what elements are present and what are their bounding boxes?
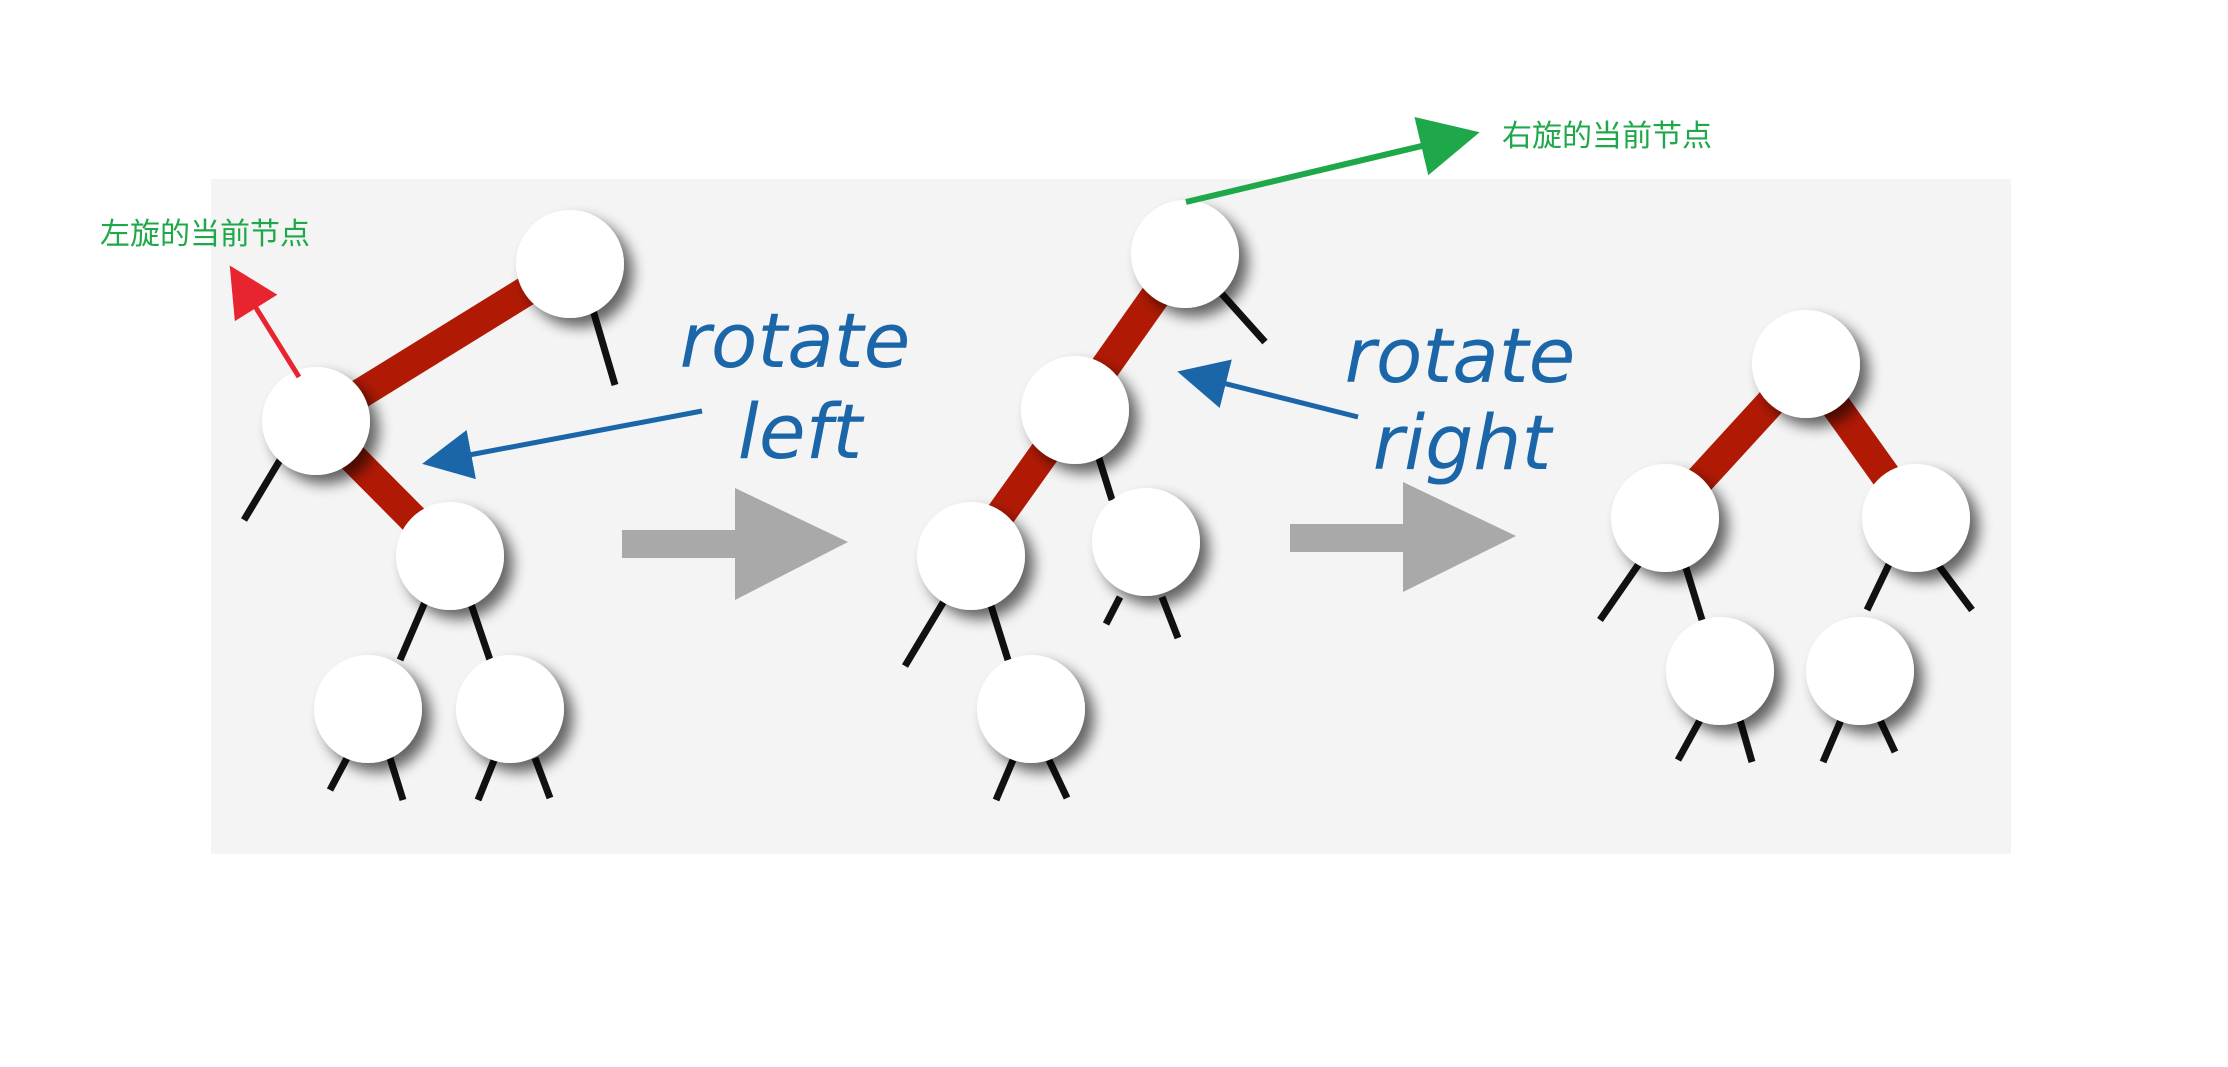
rotate-left-label-line2: left bbox=[738, 387, 866, 476]
null-link bbox=[1876, 718, 1899, 754]
tree-before-left-rotation bbox=[240, 210, 624, 802]
tree-node bbox=[1862, 464, 1970, 572]
tree-after-right-rotation bbox=[1597, 310, 1975, 764]
transition-arrow bbox=[622, 488, 848, 600]
rotate-left-pointer-arrow bbox=[422, 408, 703, 480]
left-rotation-annotation-arrow bbox=[229, 265, 302, 379]
tree-node bbox=[1092, 488, 1200, 596]
null-link bbox=[1158, 595, 1182, 640]
tree-node bbox=[1752, 310, 1860, 418]
right-rotation-current-node-note: 右旋的当前节点 bbox=[1502, 119, 1712, 154]
tree-node bbox=[1611, 464, 1719, 572]
null-link bbox=[1679, 556, 1706, 622]
rotate-right-pointer-arrow bbox=[1177, 359, 1359, 420]
null-link bbox=[1093, 450, 1116, 502]
tree-node bbox=[917, 502, 1025, 610]
null-link bbox=[531, 756, 554, 800]
null-link bbox=[326, 756, 351, 792]
null-link bbox=[1219, 291, 1268, 345]
null-link bbox=[984, 594, 1012, 662]
null-link bbox=[586, 299, 619, 386]
null-link bbox=[1863, 556, 1896, 612]
null-link bbox=[1597, 556, 1646, 622]
rotate-right-label-line1: rotate bbox=[1345, 311, 1576, 400]
rotate-right-label-line2: right bbox=[1373, 398, 1555, 487]
tree-node bbox=[1021, 356, 1129, 464]
null-link bbox=[1674, 718, 1704, 762]
null-link bbox=[1045, 758, 1071, 800]
tree-node bbox=[1666, 617, 1774, 725]
null-link bbox=[396, 593, 432, 662]
null-link bbox=[474, 756, 499, 802]
null-link bbox=[1930, 555, 1975, 613]
tree-node bbox=[516, 210, 624, 318]
tree-node bbox=[314, 655, 422, 763]
tree-after-left-rotation bbox=[901, 200, 1268, 802]
tree-node-current-right bbox=[1131, 200, 1239, 308]
left-rotation-current-node-note: 左旋的当前节点 bbox=[100, 217, 310, 252]
null-link bbox=[464, 593, 494, 662]
tree-node bbox=[396, 502, 504, 610]
tree-node bbox=[456, 655, 564, 763]
tree-node bbox=[977, 655, 1085, 763]
null-link bbox=[1819, 718, 1845, 764]
null-link bbox=[992, 758, 1017, 802]
rotate-left-label-line1: rotate bbox=[680, 296, 911, 385]
null-link bbox=[901, 594, 951, 668]
null-link bbox=[1102, 595, 1124, 626]
tree-node bbox=[1806, 617, 1914, 725]
tree-node-current-left bbox=[262, 367, 370, 475]
null-link bbox=[240, 453, 287, 522]
null-link bbox=[386, 756, 407, 802]
right-rotation-annotation-arrow bbox=[1185, 116, 1480, 205]
null-link bbox=[1736, 719, 1756, 763]
transition-arrow bbox=[1290, 482, 1516, 592]
